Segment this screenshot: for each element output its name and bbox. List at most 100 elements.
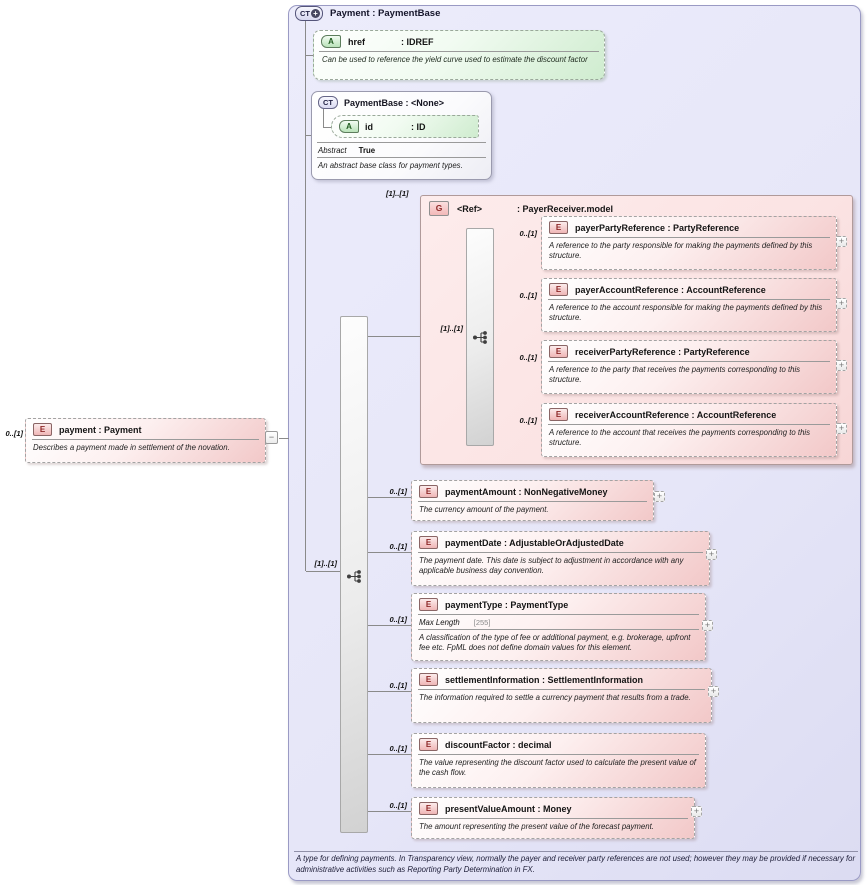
element-description: A reference to the account responsible f…: [549, 303, 823, 322]
element-title: paymentDate : AdjustableOrAdjustedDate: [445, 537, 624, 548]
expand-icon[interactable]: +: [836, 236, 847, 247]
payment-complextype-header: CT+ Payment : PaymentBase: [295, 6, 440, 21]
divider: [548, 424, 830, 425]
divider: [418, 552, 703, 553]
attribute-href[interactable]: A href : IDREF Can be used to reference …: [313, 30, 605, 80]
cardinality-label: 0..[1]: [389, 487, 407, 496]
complex-type-icon: CT: [318, 96, 338, 109]
element-icon: E: [549, 345, 568, 358]
connector-line: [306, 135, 311, 136]
expand-icon[interactable]: +: [654, 491, 665, 502]
element-discountFactor[interactable]: E discountFactor : decimal The value rep…: [411, 733, 706, 788]
divider: [418, 629, 699, 630]
element-description: The currency amount of the payment.: [419, 505, 549, 514]
group-type: : PayerReceiver.model: [517, 203, 614, 214]
sequence-bar[interactable]: [340, 316, 368, 833]
element-title: settlementInformation : SettlementInform…: [445, 674, 644, 685]
element-title: discountFactor : decimal: [445, 739, 552, 750]
divider: [319, 51, 599, 52]
expand-icon[interactable]: +: [702, 620, 713, 631]
connector-line: [368, 754, 411, 755]
attribute-name: href: [348, 36, 366, 47]
attribute-description: Can be used to reference the yield curve…: [322, 55, 588, 64]
cardinality-label: [1]..[1]: [386, 189, 409, 198]
divider: [418, 501, 647, 502]
cardinality-label: 0..[1]: [389, 615, 407, 624]
divider: [317, 142, 486, 143]
element-paymentType[interactable]: E paymentType : PaymentType Max Length […: [411, 593, 706, 661]
element-title: payerAccountReference : AccountReference: [575, 284, 766, 295]
divider: [548, 237, 830, 238]
attribute-id[interactable]: A id : ID: [331, 115, 479, 138]
expand-icon[interactable]: +: [836, 423, 847, 434]
cardinality-label: 0..[1]: [5, 429, 23, 438]
element-paymentDate[interactable]: E paymentDate : AdjustableOrAdjustedDate…: [411, 531, 710, 586]
expand-icon[interactable]: +: [706, 549, 717, 560]
element-payment[interactable]: E payment : Payment Describes a payment …: [25, 418, 266, 463]
complextype-paymentbase[interactable]: CT PaymentBase : <None> A id : ID Abstra…: [311, 91, 492, 180]
element-title: paymentType : PaymentType: [445, 599, 569, 610]
connector-line: [368, 811, 411, 812]
divider: [317, 157, 486, 158]
element-icon: E: [419, 802, 438, 815]
abstract-value: True: [358, 146, 376, 155]
divider: [32, 439, 259, 440]
element-title: receiverPartyReference : PartyReference: [575, 346, 750, 357]
element-icon: E: [419, 738, 438, 751]
element-description: A reference to the account that receives…: [549, 428, 811, 447]
cardinality-label: 0..[1]: [389, 542, 407, 551]
element-icon: E: [419, 536, 438, 549]
expand-icon[interactable]: +: [836, 298, 847, 309]
connector-line: [368, 552, 411, 553]
element-presentValueAmount[interactable]: E presentValueAmount : Money The amount …: [411, 797, 695, 839]
connector-line: [323, 109, 324, 128]
expand-icon[interactable]: +: [836, 360, 847, 371]
element-title: paymentAmount : NonNegativeMoney: [445, 486, 608, 497]
element-description: A classification of the type of fee or a…: [419, 633, 691, 652]
element-icon: E: [33, 423, 52, 436]
expand-icon[interactable]: +: [708, 686, 719, 697]
divider: [548, 361, 830, 362]
element-receiverAccountReference[interactable]: E receiverAccountReference : AccountRefe…: [541, 403, 837, 457]
collapse-icon[interactable]: −: [265, 431, 278, 444]
cardinality-label: [1]..[1]: [314, 559, 338, 568]
divider: [294, 851, 858, 852]
connector-line: [305, 21, 306, 571]
element-description: The information required to settle a cur…: [419, 693, 691, 702]
element-payerAccountReference[interactable]: E payerAccountReference : AccountReferen…: [541, 278, 837, 332]
divider: [548, 299, 830, 300]
element-description: A reference to the party that receives t…: [549, 365, 801, 384]
connector-line: [323, 127, 331, 128]
element-description: The amount representing the present valu…: [419, 822, 654, 831]
connector-line: [279, 438, 289, 439]
element-payerPartyReference[interactable]: E payerPartyReference : PartyReference A…: [541, 216, 837, 270]
complextype-title: PaymentBase : <None>: [344, 97, 445, 108]
facet-value: [255]: [473, 618, 491, 627]
connector-line: [368, 625, 411, 626]
divider: [418, 818, 688, 819]
cardinality-label: 0..[1]: [389, 801, 407, 810]
connector-line: [368, 336, 466, 337]
cardinality-label: 0..[1]: [389, 744, 407, 753]
connector-line: [306, 571, 340, 572]
connector-line: [306, 55, 313, 56]
expand-icon[interactable]: +: [691, 806, 702, 817]
element-icon: E: [419, 673, 438, 686]
complex-type-expand-icon[interactable]: CT+: [295, 6, 323, 21]
element-paymentAmount[interactable]: E paymentAmount : NonNegativeMoney The c…: [411, 480, 654, 521]
element-settlementInformation[interactable]: E settlementInformation : SettlementInfo…: [411, 668, 712, 723]
attribute-icon: A: [339, 120, 359, 133]
facet-label: Max Length: [419, 618, 460, 627]
cardinality-label: [1]..[1]: [440, 324, 464, 333]
element-title: presentValueAmount : Money: [445, 803, 572, 814]
cardinality-label: 0..[1]: [519, 229, 537, 238]
element-title: payerPartyReference : PartyReference: [575, 222, 740, 233]
connector-line: [368, 497, 411, 498]
element-description: A reference to the party responsible for…: [549, 241, 813, 260]
element-receiverPartyReference[interactable]: E receiverPartyReference : PartyReferenc…: [541, 340, 837, 394]
cardinality-label: 0..[1]: [519, 416, 537, 425]
type-annotation: A type for defining payments. In Transpa…: [296, 854, 856, 874]
sequence-icon: [473, 331, 487, 344]
cardinality-label: 0..[1]: [519, 291, 537, 300]
